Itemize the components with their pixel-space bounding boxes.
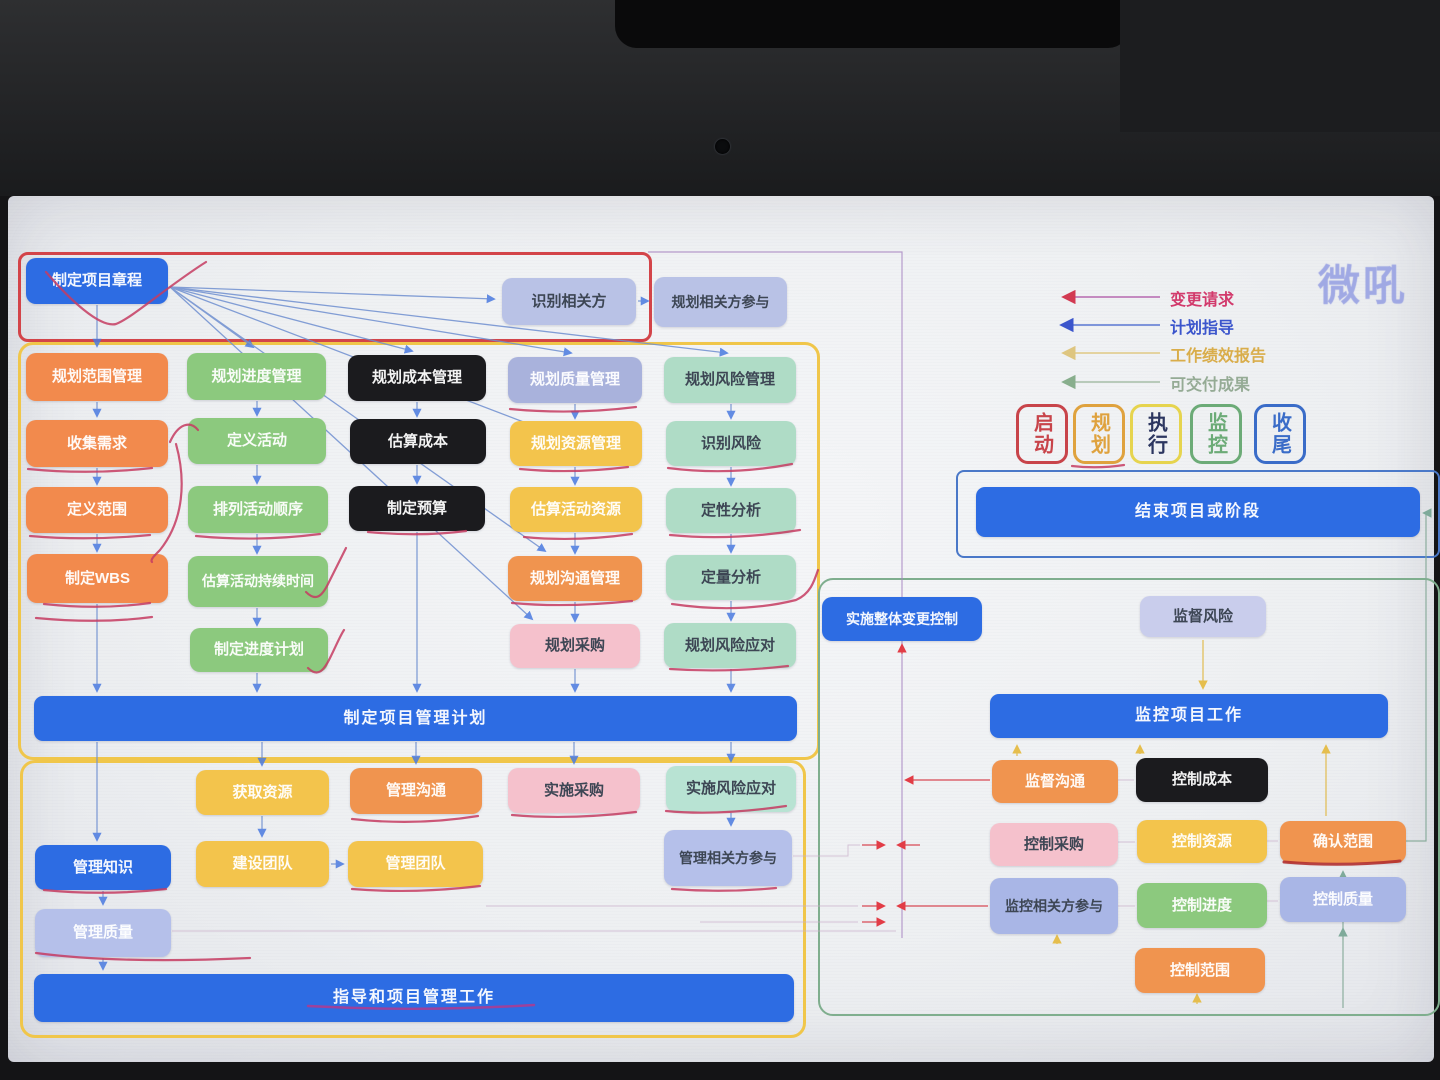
node-manage-communications[interactable]: 管理沟通 <box>350 768 482 814</box>
node-close-project[interactable]: 结束项目或阶段 <box>976 487 1420 537</box>
node-estimate-costs[interactable]: 估算成本 <box>350 419 486 464</box>
webcam-icon <box>715 139 730 154</box>
phase-chip-planning[interactable]: 规划 <box>1073 404 1125 464</box>
node-direct-manage-work[interactable]: 指导和项目管理工作 <box>34 974 794 1022</box>
node-conduct-procurements[interactable]: 实施采购 <box>508 768 640 813</box>
node-quantitative-analysis[interactable]: 定量分析 <box>666 555 796 600</box>
node-estimate-activity-resources[interactable]: 估算活动资源 <box>510 487 642 532</box>
node-control-quality[interactable]: 控制质量 <box>1280 877 1406 922</box>
node-control-schedule[interactable]: 控制进度 <box>1137 883 1267 928</box>
node-plan-communications-mgmt[interactable]: 规划沟通管理 <box>508 556 642 601</box>
node-plan-stakeholder-engagement[interactable]: 规划相关方参与 <box>654 277 787 327</box>
legend-flow-change-request: 变更请求 <box>1170 292 1235 309</box>
node-control-resources[interactable]: 控制资源 <box>1137 820 1267 863</box>
node-plan-risk-responses[interactable]: 规划风险应对 <box>664 623 796 668</box>
legend-flow-plan-guidance: 计划指导 <box>1170 320 1235 337</box>
node-identify-stakeholders[interactable]: 识别相关方 <box>502 278 636 325</box>
node-define-scope[interactable]: 定义范围 <box>26 487 168 533</box>
phase-chip-executing[interactable]: 执行 <box>1130 404 1182 464</box>
node-define-activities[interactable]: 定义活动 <box>188 418 326 464</box>
node-estimate-durations[interactable]: 估算活动持续时间 <box>188 556 328 607</box>
node-qualitative-analysis[interactable]: 定性分析 <box>666 488 796 533</box>
node-validate-scope[interactable]: 确认范围 <box>1280 821 1406 863</box>
node-develop-team[interactable]: 建设团队 <box>196 841 329 887</box>
node-control-scope[interactable]: 控制范围 <box>1135 948 1265 993</box>
node-plan-schedule-mgmt[interactable]: 规划进度管理 <box>187 353 326 400</box>
phase-chip-closing[interactable]: 收尾 <box>1254 404 1306 464</box>
node-collect-requirements[interactable]: 收集需求 <box>26 420 168 467</box>
node-plan-scope-mgmt[interactable]: 规划范围管理 <box>26 353 168 401</box>
node-control-procurements[interactable]: 控制采购 <box>990 823 1118 866</box>
node-control-costs[interactable]: 控制成本 <box>1136 758 1268 802</box>
node-acquire-resources[interactable]: 获取资源 <box>196 770 329 815</box>
legend-flow-work-performance-report: 工作绩效报告 <box>1170 348 1267 365</box>
node-monitor-communications[interactable]: 监督沟通 <box>992 760 1118 803</box>
node-implement-risk-responses[interactable]: 实施风险应对 <box>666 766 796 812</box>
background-shadow <box>1120 0 1440 132</box>
node-plan-quality-mgmt[interactable]: 规划质量管理 <box>508 357 642 403</box>
node-charter[interactable]: 制定项目章程 <box>26 258 168 304</box>
group-monitoring <box>818 578 1440 1016</box>
phase-chip-initiating[interactable]: 启动 <box>1016 404 1068 464</box>
node-determine-budget[interactable]: 制定预算 <box>349 486 485 531</box>
node-manage-stakeholder-engagement[interactable]: 管理相关方参与 <box>664 830 792 886</box>
node-sequence-activities[interactable]: 排列活动顺序 <box>188 486 328 533</box>
node-manage-quality[interactable]: 管理质量 <box>35 909 171 957</box>
node-manage-team[interactable]: 管理团队 <box>348 841 483 887</box>
node-identify-risks[interactable]: 识别风险 <box>666 421 796 466</box>
node-perform-icc[interactable]: 实施整体变更控制 <box>822 597 982 641</box>
group-closing <box>956 470 1440 558</box>
vhall-watermark: 微吼 <box>1318 262 1409 309</box>
node-develop-schedule[interactable]: 制定进度计划 <box>190 628 328 672</box>
node-manage-knowledge[interactable]: 管理知识 <box>35 845 171 890</box>
legend-flow-deliverables: 可交付成果 <box>1170 377 1251 394</box>
node-develop-pm-plan[interactable]: 制定项目管理计划 <box>34 696 797 741</box>
node-monitor-risks[interactable]: 监督风险 <box>1140 596 1266 637</box>
node-plan-resource-mgmt[interactable]: 规划资源管理 <box>510 421 642 466</box>
node-plan-procurement[interactable]: 规划采购 <box>510 624 640 668</box>
node-monitor-project-work[interactable]: 监控项目工作 <box>990 694 1388 738</box>
node-monitor-stakeholder-engagement[interactable]: 监控相关方参与 <box>990 878 1118 934</box>
phase-chip-monitoring[interactable]: 监控 <box>1190 404 1242 464</box>
node-plan-risk-mgmt[interactable]: 规划风险管理 <box>664 357 796 403</box>
background-shadow <box>615 0 1130 48</box>
node-plan-cost-mgmt[interactable]: 规划成本管理 <box>348 355 486 401</box>
node-create-wbs[interactable]: 制定WBS <box>27 554 168 603</box>
